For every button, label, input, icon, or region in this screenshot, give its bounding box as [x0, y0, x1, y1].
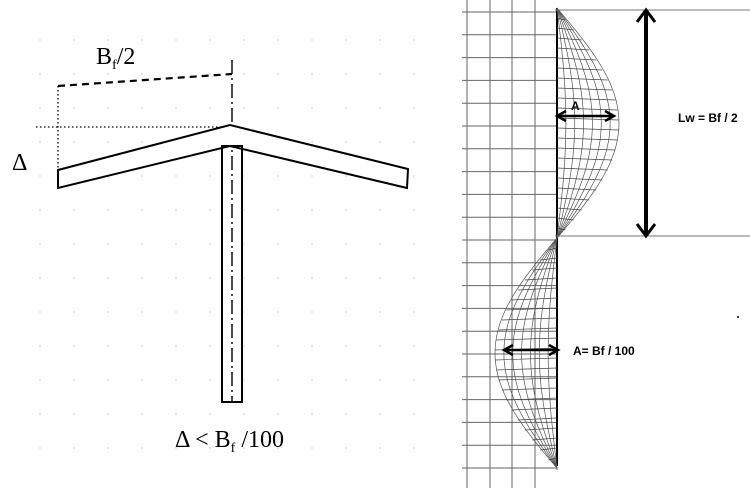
tilted-flange — [57, 123, 410, 190]
half-width-label: Bf/2 — [96, 44, 135, 73]
wavelength-dimension-arrow — [635, 7, 657, 239]
upper-amplitude-arrow — [554, 109, 617, 123]
wavelength-label: Lw = Bf / 2 — [678, 111, 738, 125]
half-width-dimension-line — [57, 72, 233, 88]
web-plate — [221, 145, 243, 403]
square-grid — [462, 0, 557, 488]
right-diagram: A Lw = Bf / 2 A= Bf / 100 — [462, 0, 750, 488]
left-diagram: Bf/2 Δ Δ < Bf /100 — [12, 39, 415, 456]
upper-amplitude-label: A — [571, 99, 580, 113]
lower-amplitude-label: A= Bf / 100 — [573, 344, 635, 358]
stray-dot — [737, 316, 739, 318]
lower-amplitude-arrow — [501, 343, 561, 357]
dotted-background-grid — [39, 39, 415, 449]
delta-label: Δ — [12, 150, 27, 176]
buckled-flange-wireframe — [494, 7, 620, 470]
imperfection-condition-label: Δ < Bf /100 — [175, 427, 284, 456]
